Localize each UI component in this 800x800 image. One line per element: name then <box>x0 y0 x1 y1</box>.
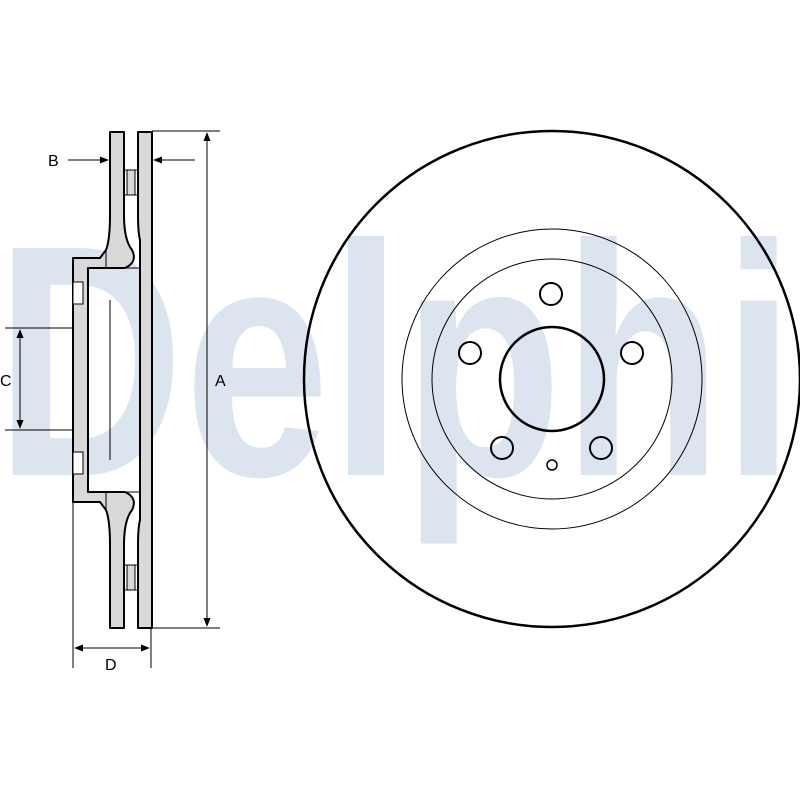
locating-hole <box>546 459 558 471</box>
bolt-hole-1 <box>539 282 563 306</box>
dimension-a-label: A <box>215 373 226 390</box>
disc-side-view <box>72 131 153 629</box>
disc-right-face <box>137 131 153 629</box>
dimension-c-label: C <box>0 373 12 390</box>
dimension-b-label: B <box>48 153 59 170</box>
dimension-c <box>5 327 73 431</box>
bolt-hole-2 <box>620 341 644 365</box>
dimension-d-label: D <box>105 657 117 674</box>
disc-front-view <box>302 129 800 629</box>
center-bore <box>498 325 606 433</box>
dimension-d <box>72 502 152 668</box>
bolt-hole-4 <box>490 436 514 460</box>
watermark-logo: Delphi <box>0 176 795 547</box>
disc-outer-edge <box>302 129 800 629</box>
hat-outer-edge <box>431 258 673 500</box>
dimension-a <box>152 130 220 629</box>
bolt-hole-3 <box>589 436 613 460</box>
disc-section-outline <box>72 131 135 629</box>
disc-section-details <box>72 169 140 591</box>
bolt-hole-5 <box>458 341 482 365</box>
friction-ring-inner-edge <box>401 228 703 530</box>
